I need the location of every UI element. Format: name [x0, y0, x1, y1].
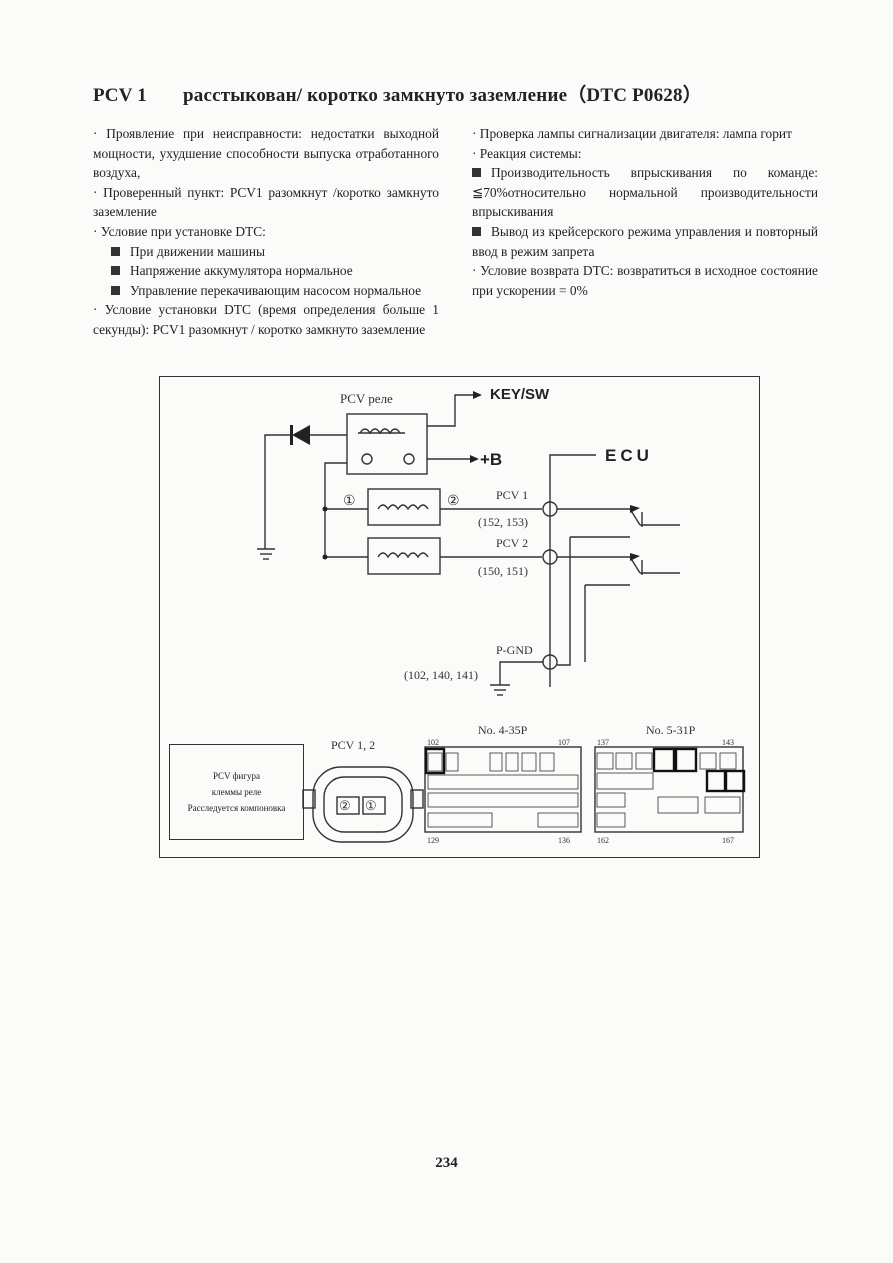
dtc-return-paragraph: · Условие возврата DTC: возвратиться в и…	[472, 263, 818, 298]
transistor-icon	[630, 505, 640, 513]
relay-contact-icon	[403, 453, 415, 465]
pcv-connector-outline	[312, 766, 414, 843]
caption-box: PCV фигура клеммы реле Расследуется комп…	[169, 744, 304, 840]
highlight-pin-140	[652, 747, 676, 773]
highlight-pin-153	[724, 769, 746, 793]
connector-a-pin-label: 136	[558, 836, 570, 845]
reaction-item: Вывод из крейсерского режима управления …	[472, 223, 818, 259]
connector-b-pin-label: 167	[722, 836, 734, 845]
coil-icon	[377, 504, 429, 511]
connector-a-title: No. 4-35P	[478, 723, 528, 737]
pcv-relay-box	[346, 413, 428, 475]
transistor-icon	[630, 553, 640, 561]
system-reaction-heading: · Реакция системы:	[472, 145, 582, 161]
dtc-set-condition-heading: · Условие при установке DTC:	[93, 223, 266, 239]
connector-a-pin-label: 102	[427, 738, 439, 747]
square-bullet-icon	[472, 226, 481, 236]
condition-item: Управление перекачивающим насосом нормал…	[93, 281, 439, 301]
coil-icon	[377, 552, 429, 559]
condition-item: При движении машины	[93, 242, 439, 262]
pcv1-label: PCV 1	[496, 488, 528, 502]
square-bullet-icon	[111, 266, 120, 276]
highlight-pin-141	[674, 747, 698, 773]
connector-label: PCV 1, 2	[331, 738, 375, 752]
highlight-pin-152	[705, 769, 727, 793]
coil-pin1-label: ①	[343, 494, 356, 509]
pcv2-coil-box	[367, 537, 441, 575]
page-number: 234	[435, 1155, 458, 1171]
connector-4-35p	[424, 746, 582, 833]
key-sw-label: KEY/SW	[490, 386, 550, 403]
checked-item-paragraph: · Проверенный пункт: PCV1 разомкнут /кор…	[93, 184, 439, 220]
dtc-set-time-paragraph: · Условие установки DTC (время определен…	[93, 302, 439, 337]
square-bullet-icon	[111, 246, 120, 256]
plus-b-label: +B	[480, 450, 502, 469]
pgnd-label: P-GND	[496, 643, 533, 657]
caption-line: клеммы реле	[211, 787, 262, 797]
pcv2-label: PCV 2	[496, 536, 528, 550]
connector-pin2-label: ②	[339, 798, 351, 813]
arrow-icon	[470, 455, 479, 463]
page-title: PCV 1 расстыкован/ коротко замкнуто зазем…	[93, 80, 813, 107]
highlight-pin-102	[424, 747, 446, 775]
arrow-icon	[473, 391, 482, 399]
coil-pin2-label: ②	[447, 494, 460, 509]
left-column: · Проявление при неисправности: недостат…	[93, 124, 439, 340]
caption-line: Расследуется компоновка	[187, 803, 286, 813]
reaction-item: Производительность впрыскивания по коман…	[472, 165, 818, 220]
caption-line: PCV фигура	[213, 771, 260, 781]
connector-5-31p	[594, 746, 744, 833]
connector-b-pin-label: 143	[722, 738, 734, 747]
ecu-label: ECU	[605, 446, 653, 465]
title-text: расстыкован/ коротко замкнуто заземление…	[183, 85, 702, 106]
pcv1-pins-label: (152, 153)	[478, 515, 528, 529]
pcv1-coil-box	[367, 488, 441, 526]
pcv2-pins-label: (150, 151)	[478, 564, 528, 578]
condition-item: Напряжение аккумулятора нормальное	[93, 261, 439, 281]
connector-a-pin-label: 129	[427, 836, 439, 845]
circuit-schematic: PCV реле KEY/SW +B ECU ① ② PCV 1 (152, 1…	[257, 386, 746, 845]
wiring-diagram: PCV реле KEY/SW +B ECU ① ② PCV 1 (152, 1…	[159, 376, 760, 858]
diode-icon	[292, 425, 310, 445]
right-column: · Проверка лампы сигнализации двигателя:…	[472, 124, 818, 300]
pgnd-pins-label: (102, 140, 141)	[404, 668, 478, 682]
lamp-check-paragraph: · Проверка лампы сигнализации двигателя:…	[472, 126, 792, 141]
connector-b-title: No. 5-31P	[646, 723, 696, 737]
connector-b-pin-label: 137	[597, 738, 609, 747]
square-bullet-icon	[472, 168, 481, 178]
connector-a-pin-label: 107	[558, 738, 570, 747]
pcv-relay-label: PCV реле	[340, 391, 393, 406]
symptom-paragraph: · Проявление при неисправности: недостат…	[93, 126, 439, 181]
square-bullet-icon	[111, 285, 120, 295]
connector-b-pin-label: 162	[597, 836, 609, 845]
connector-pin1-label: ①	[365, 798, 377, 813]
relay-contact-icon	[361, 453, 373, 465]
title-code: PCV 1	[93, 85, 147, 106]
